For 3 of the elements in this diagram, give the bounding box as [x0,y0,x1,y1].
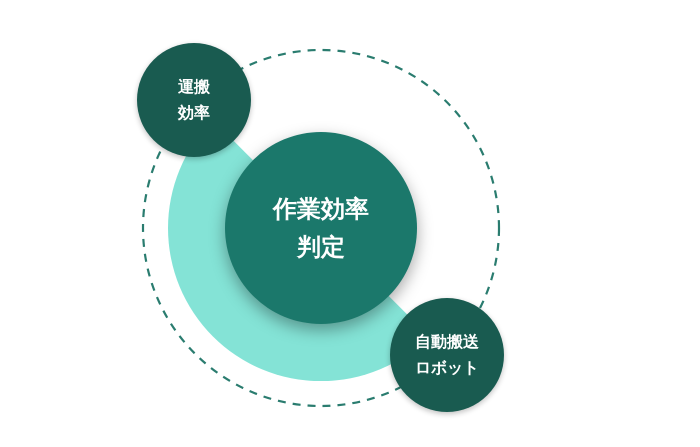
node-label: 運搬効率 [176,76,211,124]
node-label: 自動搬送ロボット [414,331,480,379]
node-label: 作業効率判定 [271,194,370,263]
